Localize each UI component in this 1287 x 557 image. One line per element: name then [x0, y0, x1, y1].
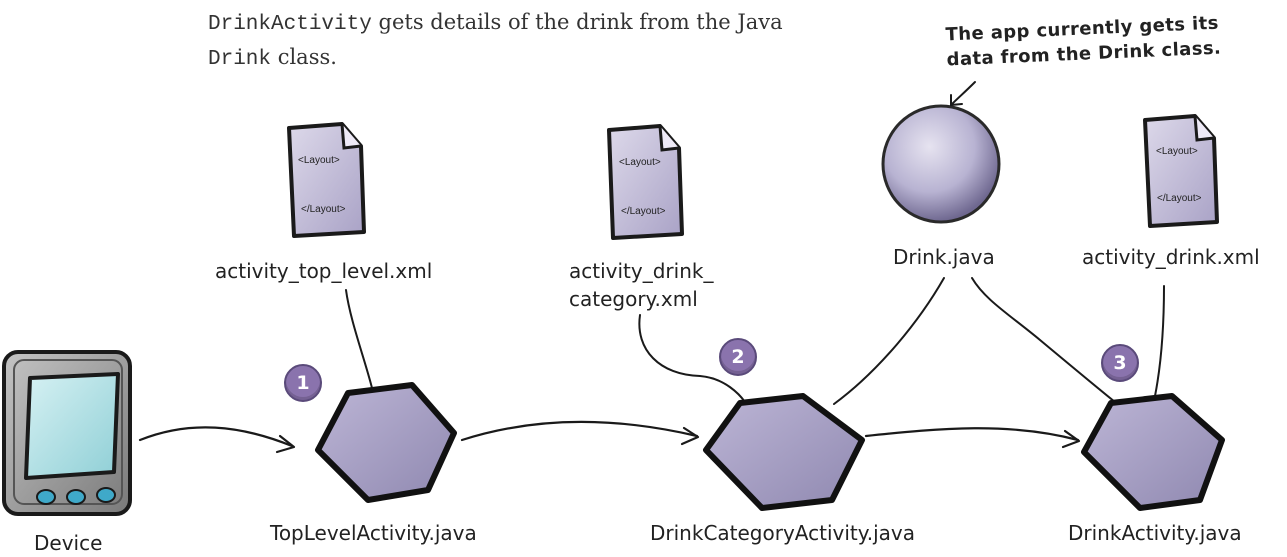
label-device: Device: [34, 531, 103, 555]
label-activity-drink-category-xml-line1: activity_drink_: [569, 259, 714, 283]
activity-hexagon-drink-category: [703, 393, 865, 511]
connector-lines: [345, 277, 1165, 405]
connector-drink-class-category: [833, 277, 945, 405]
arrow-top-level-to-category: [460, 420, 699, 442]
label-activity-drink-xml: activity_drink.xml: [1082, 245, 1260, 269]
layout-close-tag-1: </Layout>: [301, 204, 346, 215]
step-badge-3: 3: [1101, 344, 1139, 382]
activity-hexagon-drink: [1081, 393, 1225, 511]
connector-top-level-layout: [345, 289, 373, 389]
intro-code-drinkactivity: DrinkActivity: [208, 13, 372, 36]
step-badge-1: 1: [284, 364, 322, 402]
arrow-device-to-top-level: [138, 426, 294, 448]
flow-arrows: [138, 420, 1081, 454]
label-activity-drink-category-xml-line2: category.xml: [569, 287, 698, 311]
label-drink-category-activity: DrinkCategoryActivity.java: [650, 521, 915, 545]
intro-text: DrinkActivity gets details of the drink …: [208, 6, 868, 76]
label-activity-top-level-xml: activity_top_level.xml: [215, 259, 433, 283]
layout-open-tag-2: <Layout>: [619, 157, 661, 168]
layout-close-tag-2: </Layout>: [621, 206, 666, 217]
layout-file-icon-top-level: <Layout> </Layout>: [287, 122, 366, 238]
intro-line1-text: gets details of the drink from the Java: [371, 10, 783, 34]
intro-line2-text: class.: [271, 45, 337, 69]
layout-open-tag-1: <Layout>: [298, 155, 340, 166]
activity-hexagon-top-level: [315, 382, 457, 503]
intro-code-drink: Drink: [208, 48, 272, 71]
drink-class-icon: [881, 104, 1001, 224]
label-drink-java: Drink.java: [893, 245, 995, 269]
connector-category-layout: [638, 314, 746, 403]
arrowhead-2: [680, 426, 700, 446]
connector-drink-class-activity: [971, 277, 1116, 403]
layout-file-icon-drink-category: <Layout> </Layout>: [607, 124, 684, 240]
step-badge-2: 2: [719, 338, 757, 376]
label-top-level-activity: TopLevelActivity.java: [270, 521, 477, 545]
callout-arrow: [950, 81, 976, 107]
arrowhead-1: [275, 434, 296, 454]
device-icon: [2, 350, 132, 516]
layout-file-icon-drink: <Layout> </Layout>: [1143, 114, 1219, 228]
connector-drink-layout: [1154, 285, 1165, 397]
label-drink-activity: DrinkActivity.java: [1068, 521, 1242, 545]
layout-close-tag-3: </Layout>: [1157, 193, 1202, 204]
layout-open-tag-3: <Layout>: [1156, 146, 1198, 157]
arrow-category-to-drink: [864, 427, 1080, 442]
arrowhead-3: [1061, 429, 1081, 449]
